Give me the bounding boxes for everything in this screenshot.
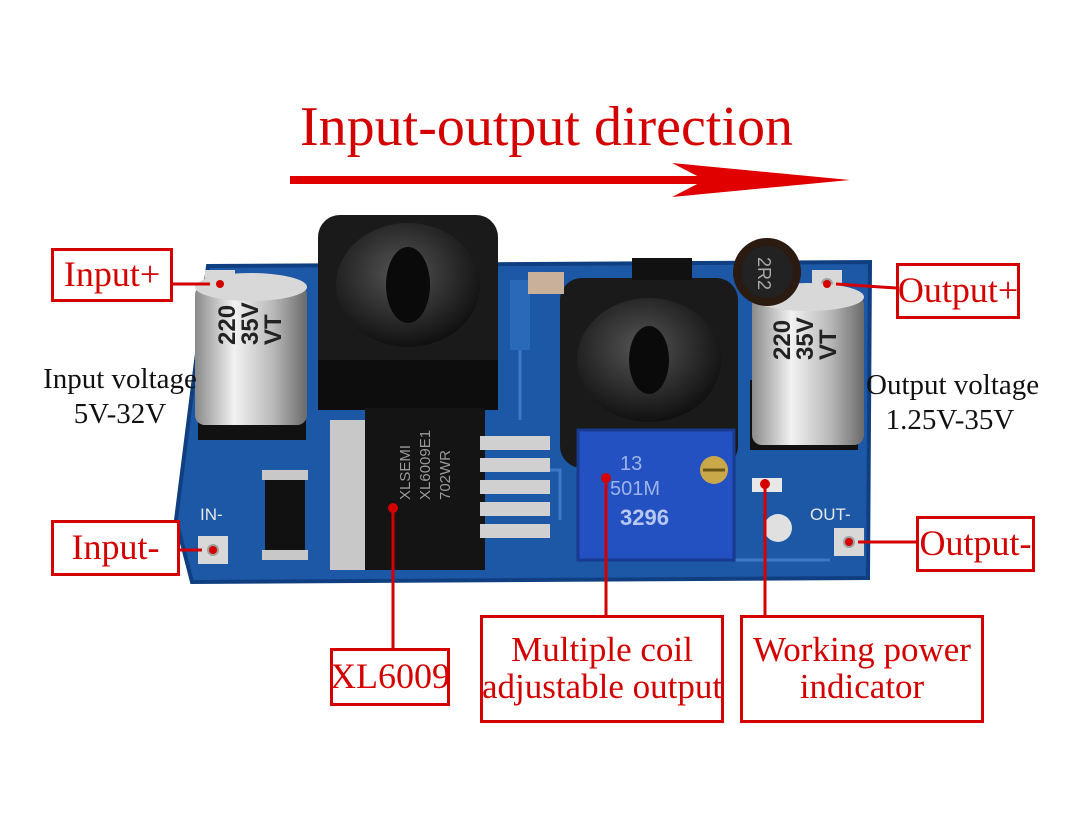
leader-lines bbox=[173, 282, 916, 648]
input-voltage-range: 5V-32V bbox=[73, 397, 167, 430]
direction-arrow bbox=[290, 163, 850, 197]
ic-line1: XLSEMI bbox=[397, 445, 414, 500]
ic-line2: XL6009E1 bbox=[417, 430, 434, 500]
output-voltage-range: 1.25V-35V bbox=[885, 403, 1015, 436]
silk-out-minus: OUT- bbox=[810, 505, 851, 524]
silk-in-minus: IN- bbox=[200, 505, 223, 524]
diagram-title: Input-output direction bbox=[300, 96, 794, 158]
label-input-minus: Input- bbox=[51, 520, 180, 576]
label-working-power-indicator: Working power indicator bbox=[740, 615, 984, 723]
cap-right-line1: 220 bbox=[769, 320, 796, 360]
inductor-right bbox=[560, 278, 738, 468]
ic-line3: 702WR bbox=[437, 450, 454, 500]
label-indicator-line1: Working power bbox=[753, 630, 971, 670]
xl6009-chip: XLSEMI XL6009E1 702WR bbox=[330, 408, 550, 570]
pot-mid-text: 501M bbox=[610, 478, 660, 500]
cap-left-line1: 220 bbox=[214, 305, 241, 345]
label-multiple-coil-line2: adjustable output bbox=[481, 667, 723, 706]
potentiometer: 13 501M 3296 bbox=[576, 428, 736, 562]
label-multiple-coil-line1: Multiple coil bbox=[511, 630, 693, 670]
inductor-left bbox=[318, 215, 498, 410]
label-output-plus: Output+ bbox=[896, 263, 1020, 319]
output-voltage-block: Output voltage 1.25V-35V bbox=[866, 368, 1040, 438]
label-multiple-coil: Multiple coil adjustable output bbox=[480, 615, 724, 723]
input-capacitor: 220 35V VT bbox=[195, 273, 307, 440]
smd-component bbox=[632, 258, 692, 280]
output-capacitor: 220 35V VT bbox=[750, 283, 864, 450]
label-indicator-line2: indicator bbox=[799, 667, 925, 706]
mounting-hole bbox=[764, 514, 792, 542]
label-input-plus: Input+ bbox=[51, 248, 173, 302]
cap-right-line3: VT bbox=[815, 329, 842, 360]
label-xl6009: XL6009 bbox=[330, 648, 450, 706]
cap-left-line2: 35V bbox=[237, 302, 264, 345]
smd-capacitor bbox=[528, 272, 564, 294]
small-inductor: 2R2 bbox=[733, 238, 801, 306]
input-voltage-block: Input voltage 5V-32V bbox=[40, 362, 200, 432]
pot-top-text: 13 bbox=[620, 453, 642, 475]
cap-left-line3: VT bbox=[260, 314, 287, 345]
diode bbox=[265, 480, 305, 550]
small-inductor-label: 2R2 bbox=[754, 257, 774, 290]
output-voltage-caption: Output voltage bbox=[866, 369, 1040, 401]
pot-code-text: 3296 bbox=[620, 505, 669, 530]
input-voltage-caption: Input voltage bbox=[43, 363, 197, 395]
label-output-minus: Output- bbox=[916, 516, 1035, 572]
cap-right-line2: 35V bbox=[792, 317, 819, 360]
